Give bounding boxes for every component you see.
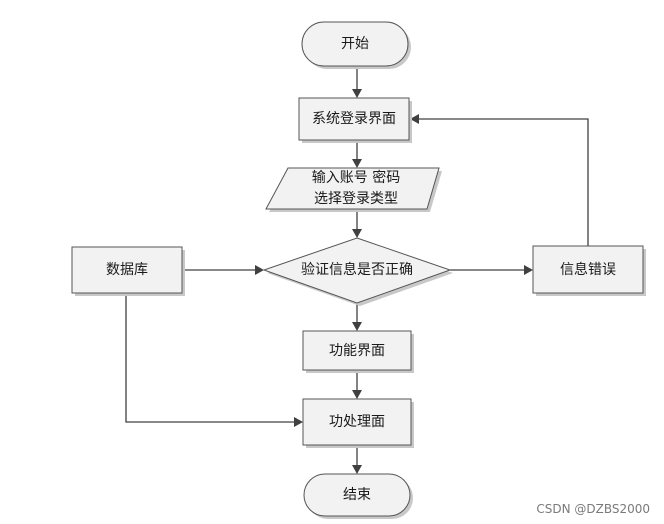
node-end: 结束 — [303, 473, 413, 519]
input-label-line1: 输入账号 密码 — [312, 169, 400, 186]
process-page-label: 功处理面 — [329, 414, 385, 430]
function-page-label: 功能界面 — [329, 343, 385, 359]
node-database: 数据库 — [71, 246, 185, 296]
function-page-process-shape — [302, 330, 412, 371]
connectors — [125, 66, 589, 474]
verify-label: 验证信息是否正确 — [301, 261, 413, 278]
start-terminator-shape — [301, 21, 409, 67]
end-terminator-shape — [303, 473, 411, 517]
input-data-shape — [265, 167, 440, 210]
edge-error-to-login — [418, 118, 589, 246]
arrowhead-start-to-login — [352, 89, 362, 98]
database-label: 数据库 — [106, 262, 148, 278]
node-input: 输入账号 密码 选择登录类型 — [265, 167, 442, 212]
arrowhead-function-to-process — [352, 390, 362, 399]
node-login-page: 系统登录界面 — [298, 97, 412, 143]
node-verify: 验证信息是否正确 — [262, 237, 453, 306]
start-label: 开始 — [341, 36, 369, 52]
arrowhead-login-to-input — [352, 159, 362, 168]
end-label: 结束 — [343, 487, 371, 503]
login-page-label: 系统登录界面 — [312, 111, 396, 127]
database-process-shape — [71, 246, 183, 294]
node-error: 信息错误 — [532, 245, 646, 296]
process-page-process-shape — [302, 398, 412, 446]
arrowhead-database-to-process — [294, 417, 303, 427]
verify-decision-shape — [262, 237, 452, 304]
node-start: 开始 — [301, 21, 411, 69]
arrowhead-verify-to-function — [352, 322, 362, 331]
input-label-line2: 选择登录类型 — [314, 191, 398, 207]
watermark: CSDN @DZBS2000 — [536, 502, 650, 516]
arrowhead-process-to-end — [352, 465, 362, 474]
arrowhead-database-to-verify — [255, 265, 264, 275]
edge-database-to-process — [125, 293, 295, 423]
node-function-page: 功能界面 — [302, 330, 414, 373]
arrowhead-input-to-verify — [352, 229, 362, 238]
error-label: 信息错误 — [560, 261, 616, 278]
login-page-process-shape — [298, 97, 410, 141]
arrowhead-verify-to-error — [524, 265, 533, 275]
node-process-page: 功处理面 — [302, 398, 414, 448]
arrowhead-error-to-login — [410, 114, 419, 124]
error-process-shape — [532, 245, 644, 294]
